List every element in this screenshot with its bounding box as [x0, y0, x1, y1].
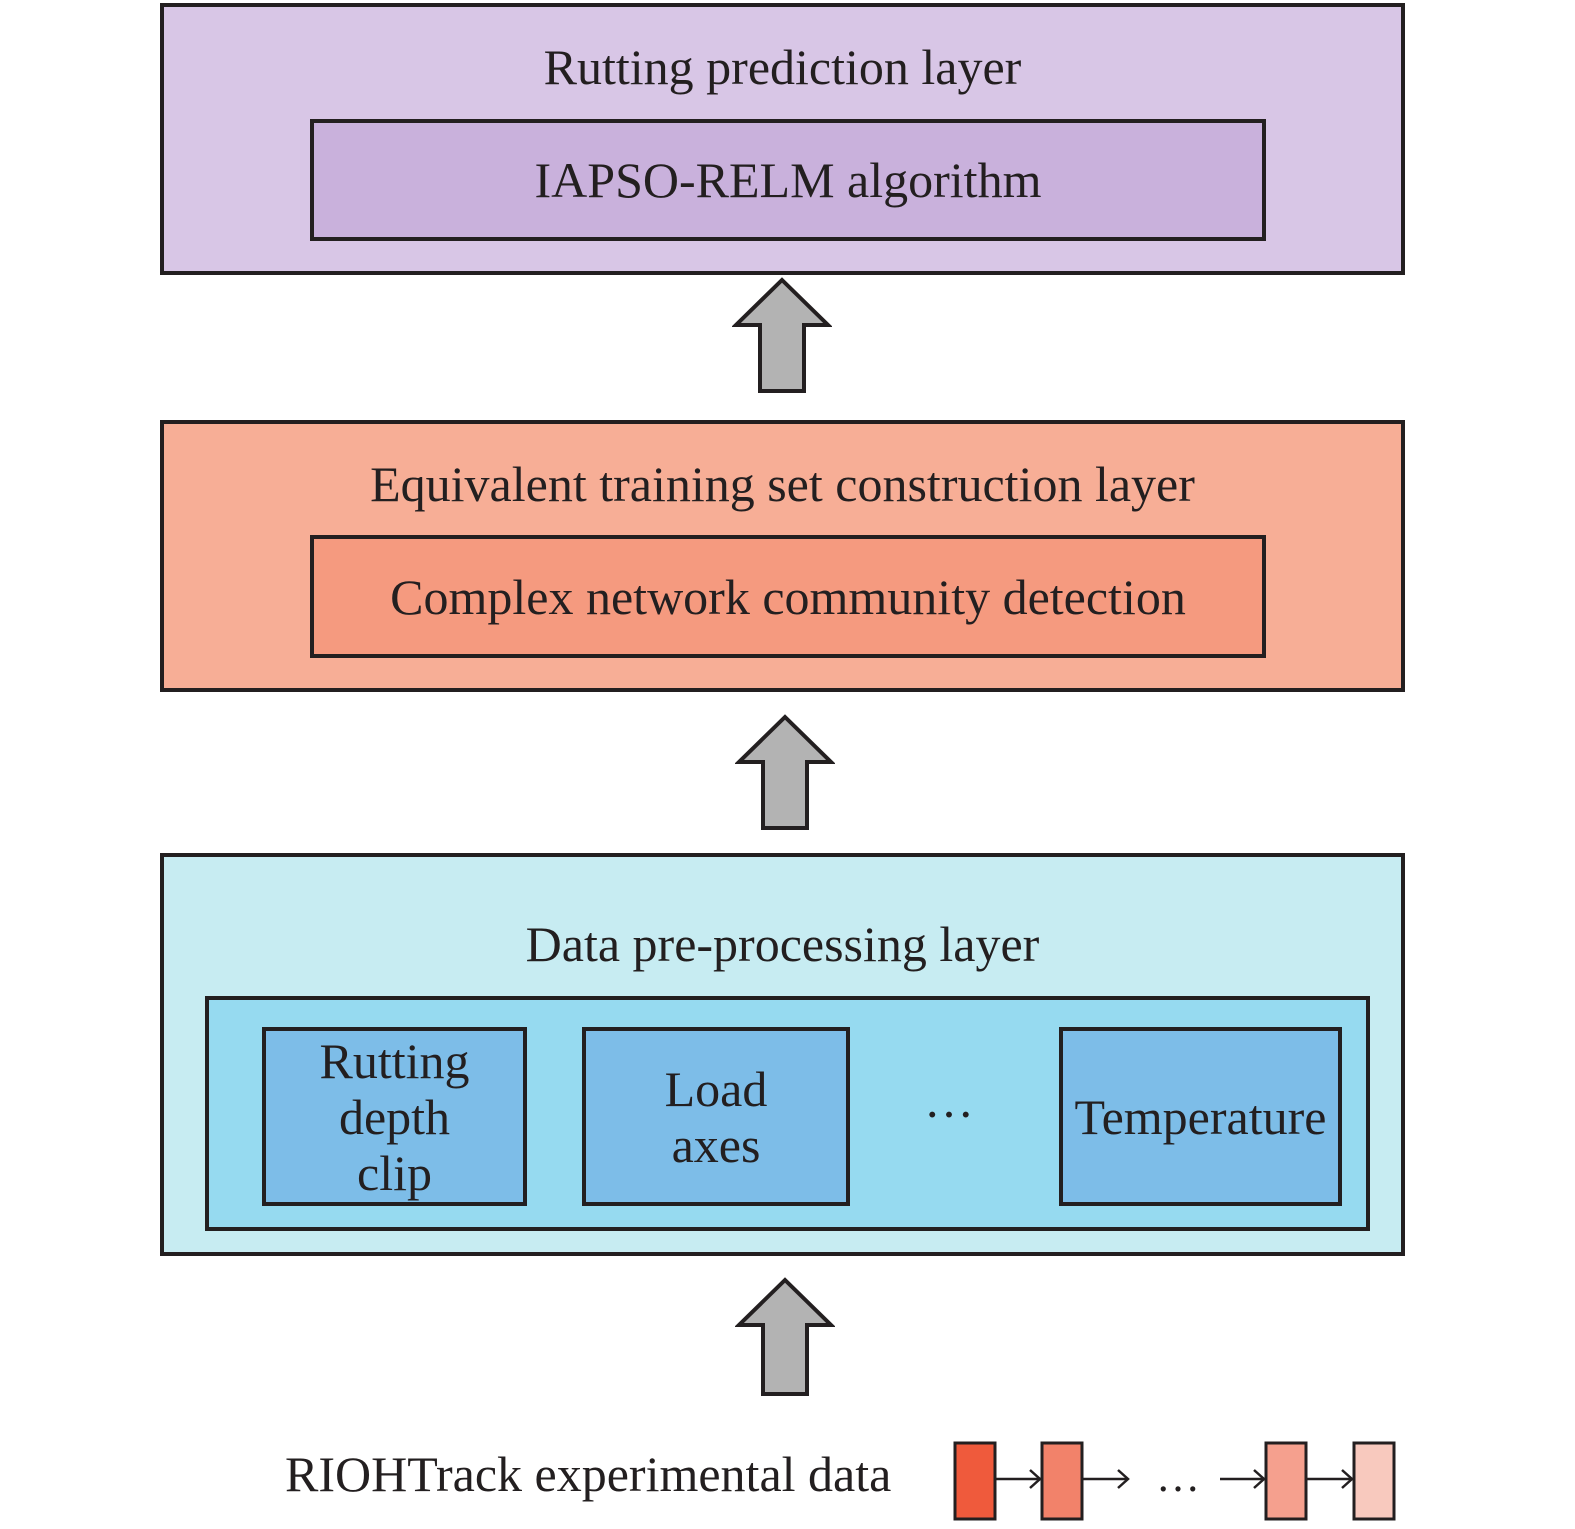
feature-load-axes: Load axes	[582, 1027, 850, 1206]
up-arrow-icon	[735, 714, 835, 830]
community-detection-box: Complex network community detection	[310, 535, 1266, 658]
feature-temperature: Temperature	[1059, 1027, 1342, 1206]
up-arrow-icon	[732, 277, 832, 393]
up-arrow-icon	[735, 1277, 835, 1396]
feature-rutting-depth-clip: Rutting depth clip	[262, 1027, 527, 1206]
feature-label: Load axes	[664, 1060, 768, 1173]
sequence-ellipsis: …	[1156, 1452, 1200, 1501]
data-block	[1352, 1441, 1396, 1521]
layer-title: Rutting prediction layer	[543, 39, 1022, 95]
iapso-relm-algorithm-box: IAPSO-RELM algorithm	[310, 119, 1266, 241]
feature-container: Rutting depth clip Load axes … Temperatu…	[205, 996, 1370, 1231]
feature-ellipsis: …	[924, 1072, 974, 1128]
rutting-prediction-layer: Rutting prediction layer IAPSO-RELM algo…	[160, 3, 1405, 275]
data-block	[1040, 1441, 1084, 1521]
equivalent-training-set-layer: Equivalent training set construction lay…	[160, 420, 1405, 692]
feature-label: Temperature	[1074, 1088, 1327, 1145]
layer-title: Data pre-processing layer	[525, 916, 1040, 972]
data-sequence: …	[953, 1441, 1396, 1521]
layer-title: Equivalent training set construction lay…	[370, 456, 1195, 512]
data-block	[1264, 1441, 1308, 1521]
data-block	[953, 1441, 997, 1521]
source-data-label: RIOHTrack experimental data	[285, 1446, 892, 1502]
feature-label: Rutting depth clip	[319, 1032, 470, 1201]
data-preprocessing-layer: Data pre-processing layer Rutting depth …	[160, 853, 1405, 1256]
